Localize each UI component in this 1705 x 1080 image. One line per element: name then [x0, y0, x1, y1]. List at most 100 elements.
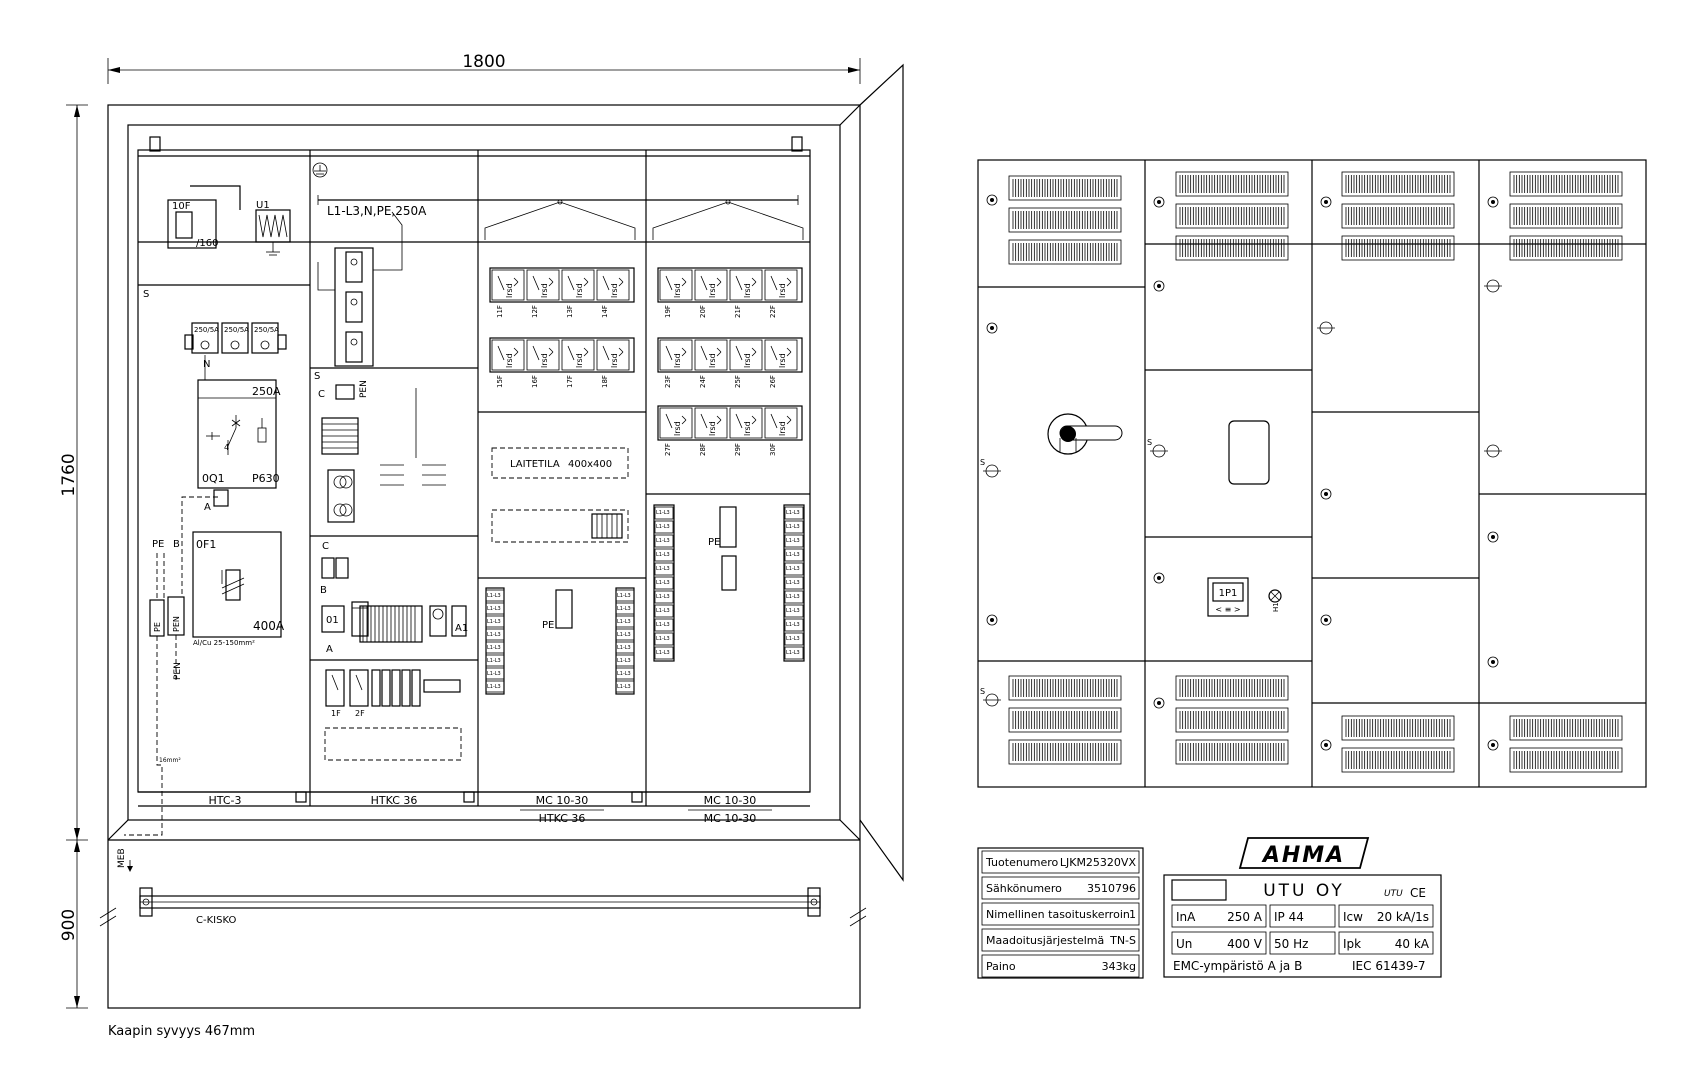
mcb-lrsd-text: lrsd [743, 421, 752, 436]
mcb-lrsd-text: lrsd [673, 421, 682, 436]
terminal-l1l3-text: L1-L3 [487, 593, 501, 599]
mcb-lrsd-text: lrsd [540, 353, 549, 368]
nameplate-cell-value: 250 A [1227, 910, 1263, 924]
vent-grille [1008, 175, 1122, 265]
terminal-l1l3: L1-L3 [784, 590, 804, 604]
terminal-l1l3-text: L1-L3 [487, 619, 501, 625]
screw-icon [1153, 280, 1165, 292]
mcb-label: 21F [734, 305, 742, 318]
terminal-l1l3-text: L1-L3 [487, 671, 501, 677]
screw-icon [1153, 196, 1165, 208]
svg-text:A1: A1 [455, 623, 468, 634]
product-row-value: 343kg [1102, 960, 1136, 973]
terminal-l1l3-text: L1-L3 [617, 645, 631, 651]
svg-text:250A: 250A [252, 385, 281, 398]
nameplate-cell-value: 400 V [1227, 937, 1263, 951]
terminal-l1l3: L1-L3 [615, 628, 635, 641]
terminal-l1l3-text: L1-L3 [617, 593, 631, 599]
terminal-l1l3-text: L1-L3 [617, 658, 631, 664]
terminal-l1l3: L1-L3 [485, 589, 505, 602]
product-row-label: Nimellinen tasoituskerroin [986, 908, 1130, 921]
svg-text:B: B [173, 539, 180, 550]
vent-grille [1175, 171, 1289, 261]
meter-label: 1P1 [1219, 588, 1238, 599]
terminal-l1l3: L1-L3 [654, 604, 674, 618]
terminal-l1l3: L1-L3 [615, 667, 635, 680]
svg-text:10F: 10F [172, 201, 191, 212]
fuse-row: 250/5A 250/5A 250/5A [184, 322, 287, 354]
svg-text:A: A [326, 644, 333, 655]
mcb-lrsd-text: lrsd [708, 421, 717, 436]
height-lower-text: 900 [59, 909, 79, 941]
svg-text:S: S [143, 289, 149, 300]
nameplate-cell-key: Ipk [1343, 937, 1361, 951]
terminal-l1l3: L1-L3 [654, 520, 674, 534]
mcb-lrsd-text: lrsd [743, 353, 752, 368]
terminal-l1l3: L1-L3 [784, 562, 804, 576]
svg-text:C-KISKO: C-KISKO [196, 915, 236, 926]
terminal-l1l3: L1-L3 [615, 615, 635, 628]
hinge-icon: S [980, 458, 1001, 478]
section-mc10-30-a: LAITETILA 400x400 PE [478, 199, 646, 695]
svg-text:01: 01 [326, 615, 339, 626]
indicator-lamp: H1 [1268, 589, 1282, 612]
main-switch-0q1 [197, 379, 277, 489]
svg-text:S: S [314, 371, 320, 382]
svg-text:PEN: PEN [359, 380, 369, 398]
hinge-s-label: S [1147, 438, 1152, 447]
mcb-label: 25F [734, 375, 742, 388]
nameplate-cell: IP 44 [1269, 904, 1336, 928]
screw-icon [1487, 656, 1499, 668]
terminal-l1l3: L1-L3 [654, 618, 674, 632]
mcb-lrsd-text: lrsd [505, 353, 514, 368]
mcb-lrsd-text: lrsd [673, 283, 682, 298]
product-row-label: Tuotenumero [985, 856, 1059, 869]
terminal-l1l3-text: L1-L3 [656, 524, 670, 530]
svg-text:400A: 400A [253, 619, 285, 633]
width-dimension: 1800 [107, 52, 861, 84]
mcb-label: 15F [496, 375, 504, 388]
section-sub-3: HTKC 36 [539, 812, 586, 825]
vent-grille [1008, 675, 1122, 765]
terminal-l1l3: L1-L3 [485, 667, 505, 680]
terminal-l1l3-text: L1-L3 [487, 606, 501, 612]
svg-text:PEN: PEN [173, 662, 183, 680]
svg-text:400x400: 400x400 [568, 459, 612, 470]
nameplate-cell-key: Icw [1343, 910, 1363, 924]
nameplate-cell-value: 40 kA [1395, 937, 1430, 951]
nameplate-cell: Ipk 40 kA [1338, 931, 1434, 955]
vent-grille [1509, 171, 1623, 261]
terminal-l1l3: L1-L3 [784, 506, 804, 520]
mcb-label: 24F [699, 375, 707, 388]
terminal-l1l3: L1-L3 [485, 615, 505, 628]
svg-text:C: C [318, 389, 325, 400]
mcb-lrsd-text: lrsd [540, 283, 549, 298]
product-row-label: Maadoitusjärjestelmä [986, 934, 1104, 947]
terminal-l1l3-text: L1-L3 [487, 645, 501, 651]
terminal-l1l3: L1-L3 [654, 506, 674, 520]
hinge-s-label: S [980, 687, 985, 696]
terminal-l1l3-text: L1-L3 [617, 671, 631, 677]
standard-text: IEC 61439-7 [1352, 959, 1425, 973]
svg-text:U1: U1 [256, 200, 270, 211]
terminal-l1l3: L1-L3 [615, 654, 635, 667]
main-switch-handle[interactable] [1047, 413, 1123, 455]
terminal-l1l3: L1-L3 [615, 680, 635, 693]
terminal-l1l3: L1-L3 [654, 632, 674, 646]
vent-grille [1341, 171, 1455, 261]
c-rail: C-KISKO [139, 887, 821, 926]
busbar-label: L1-L3,N,PE,250A [327, 204, 427, 218]
